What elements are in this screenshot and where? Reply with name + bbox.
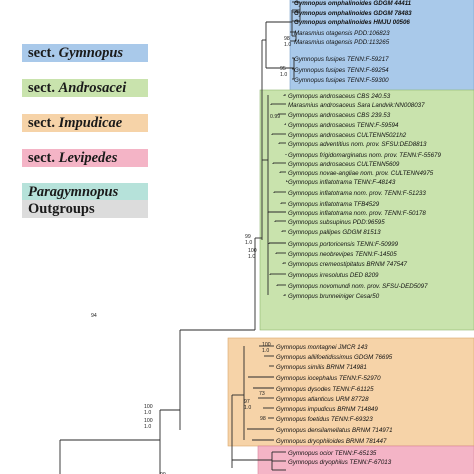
clade-highlight-layer [227, 0, 474, 474]
support-value-top: 97 [244, 399, 250, 405]
tip-label: Gymnopus inflatotrama TFB4529 [288, 201, 380, 208]
tip-label: Gymnopus androsaceus CULTENN5609 [288, 161, 400, 168]
tip-label: Gymnopus brunneiniger Cesar50 [288, 293, 380, 300]
support-value-top: 73 [259, 391, 265, 397]
tip-label: Gymnopus androsaceus CULTENN5021h2 [288, 132, 407, 139]
tip-label: Gymnopus androsaceus CBS 239.53 [288, 112, 391, 119]
tip-label: Gymnopus impudicus BRNM 714849 [276, 406, 378, 413]
tip-label: Gymnopus neobrevipes TENN:F-14505 [288, 251, 397, 258]
tip-label: Gymnopus irresolutus DED 8209 [288, 272, 379, 279]
tip-label: Gymnopus subsupinus PDD:96595 [288, 219, 385, 226]
tip-label: Gymnopus fusipes TENN:F-59300 [294, 77, 389, 84]
support-value-bottom: 1.0 [262, 348, 269, 354]
support-value-top: 99 [160, 472, 166, 474]
clade-bg-androsacei [259, 89, 474, 331]
legend-swatch-gymnopus [22, 44, 148, 62]
tip-label: Gymnopus androsaceus TENN:F-59594 [288, 122, 399, 129]
tip-label: Marasmius otagensis PDD:113265 [294, 39, 390, 46]
tip-label: Gymnopus omphalinoides HMJU 00506 [294, 19, 410, 26]
clade-bg-gymnopus [289, 0, 474, 98]
tip-label: Gymnopus adventitius nom. prov. SFSU:DED… [288, 141, 427, 148]
tip-label: Gymnopus montagnei JMCR 143 [276, 344, 368, 351]
clade-bg-levipedes [257, 445, 474, 474]
legend-swatch-levipedes [22, 149, 148, 167]
support-value-top: 100 [144, 418, 153, 424]
tip-label: Gymnopus dryophilus TENN:F-67013 [288, 459, 392, 466]
support-value-top: 95 [280, 66, 286, 72]
tip-label: Gymnopus similis BRNM 714981 [276, 364, 367, 371]
tip-label: Marasmius otagensis PDD:106823 [294, 30, 390, 37]
legend-label-levipedes: sect. Levipedes [28, 150, 118, 166]
support-value-bottom: 1.0 [284, 42, 291, 48]
tip-label: Marasmius androsaceus Sara Landvik:NN008… [288, 102, 425, 109]
legend-label-impudicae: sect. Impudicae [28, 115, 123, 131]
tip-label: Gymnopus novae-angliae nom. prov. CULTEN… [288, 170, 434, 177]
tip-label: Gymnopus inflatotrama TENN:F-48143 [288, 179, 396, 186]
support-value-bottom: 1.0 [244, 405, 251, 411]
legend-swatch-androsacei [22, 79, 148, 97]
support-value-bottom: 1.0 [245, 240, 252, 246]
tip-label: Gymnopus dysodes TENN:F-61125 [276, 386, 374, 393]
legend-swatch-impudicae [22, 114, 148, 132]
legend-swatch-paragymnopus [22, 183, 148, 201]
tip-label: Gymnopus omphalinoides GDGM 78483 [294, 10, 412, 17]
tip-label: Gymnopus cremeostipitatus BRNM 747547 [288, 261, 408, 268]
tip-label: Gymnopus omphalinoides GDGM 44411 [294, 0, 412, 7]
support-value-top: 100 [248, 248, 257, 254]
support-value-top: 98 [284, 36, 290, 42]
support-value-top: 98 [260, 416, 266, 422]
support-values: 981.0951.00.99991.01001.0941001.0971.073… [91, 36, 291, 474]
tip-label: Gymnopus fusipes TENN:F-69254 [294, 67, 389, 74]
support-value-bottom: 1.0 [280, 72, 287, 78]
tip-label: Gymnopus densilamellatus BRNM 714971 [276, 427, 393, 434]
support-value-bottom: 1.0 [144, 410, 151, 416]
support-value-bottom: 1.0 [144, 424, 151, 430]
legend-swatch-outgroups [22, 200, 148, 218]
legend-label-gymnopus: sect. Gymnopus [28, 45, 124, 61]
tip-label: Gymnopus androsaceus CBS 240.53 [288, 93, 391, 100]
tip-label: Gymnopus foetidus TENN:F-69323 [276, 416, 373, 423]
support-value-bottom: 1.0 [248, 254, 255, 260]
tip-labels: Gymnopus omphalinoides GDGM 44411Gymnopu… [276, 0, 441, 466]
tip-label: Gymnopus ocior TENN:F-65135 [288, 450, 377, 457]
tip-label: Gymnopus inflatotrama nom. prov. TENN:F-… [288, 210, 426, 217]
tree-branches [59, 1, 301, 474]
tip-label: Gymnopus inflatotrama nom. prov. TENN:F-… [288, 190, 426, 197]
support-value-top: 0.99 [270, 114, 280, 120]
tip-label: Gymnopus pallipes GDGM 81513 [288, 229, 381, 236]
tip-label: Gymnopus atlanticus URM 87728 [276, 396, 369, 403]
support-value-top: 99 [245, 234, 251, 240]
tip-label: Gymnopus novomundi nom. prov. SFSU-DED50… [288, 283, 428, 290]
tip-label: Gymnopus dryophiloides BRNM 781447 [276, 438, 387, 445]
tip-label: Gymnopus portoricensis TENN:F-50999 [288, 241, 399, 248]
tip-label: Gymnopus fusipes TENN:F-59217 [294, 56, 389, 63]
support-value-top: 94 [91, 313, 97, 319]
tip-label: Gymnopus iocephalus TENN:F-52970 [276, 375, 381, 382]
support-value-top: 100 [262, 342, 271, 348]
tip-label: Gymnopus alliifoetidissimus GDGM 76695 [276, 354, 393, 361]
legend-label-androsacei: sect. Androsacei [28, 80, 127, 96]
tip-label: Gymnopus frigidomarginatus nom. prov. TE… [288, 152, 441, 159]
legend-label-outgroups: Outgroups [28, 201, 95, 217]
support-value-top: 100 [144, 404, 153, 410]
legend-label-paragymnopus: Paragymnopus [28, 184, 119, 200]
